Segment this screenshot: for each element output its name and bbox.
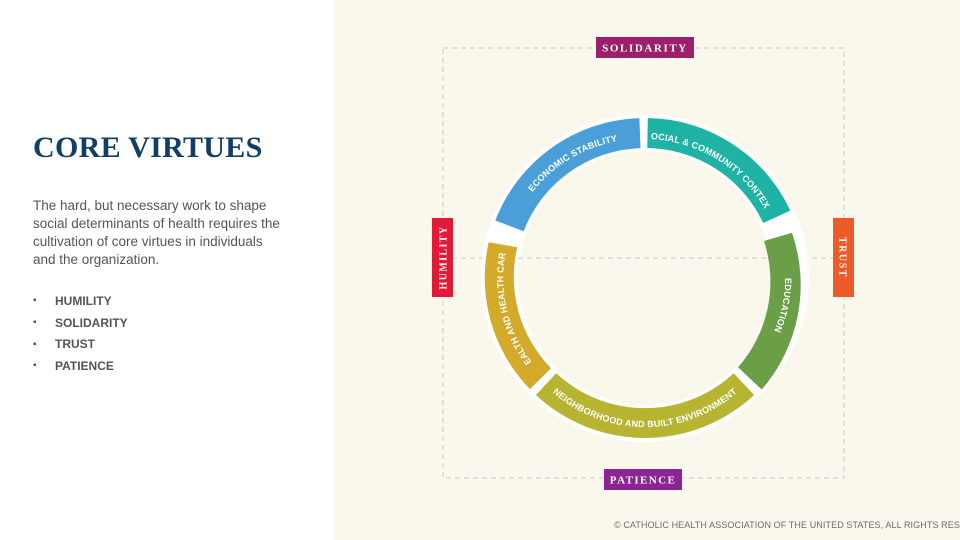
segment-education — [738, 210, 801, 390]
bullet-icon: ▪ — [33, 295, 37, 307]
ring-center — [518, 151, 772, 405]
segment-social-community — [647, 118, 791, 223]
virtue-badge-solidarity: SOLIDARITY — [596, 37, 694, 58]
list-item: ▪ TRUST — [33, 333, 128, 355]
virtue-badge-humility: HUMILITY — [432, 218, 453, 297]
left-panel: CORE VIRTUES The hard, but necessary wor… — [0, 0, 334, 540]
list-item: ▪ PATIENCE — [33, 355, 128, 377]
list-item-label: SOLIDARITY — [55, 315, 128, 330]
segment-label-health: HEALTH AND HEALTH CARE — [0, 0, 533, 367]
list-item-label: HUMILITY — [55, 293, 112, 308]
svg-text:PATIENCE: PATIENCE — [610, 475, 676, 487]
svg-text:SOLIDARITY: SOLIDARITY — [602, 43, 688, 55]
virtue-badge-patience: PATIENCE — [604, 469, 682, 490]
list-item-label: TRUST — [55, 337, 95, 352]
svg-text:TRUST: TRUST — [837, 237, 848, 278]
copyright-footer: © CATHOLIC HEALTH ASSOCIATION OF THE UNI… — [614, 520, 960, 530]
list-item: ▪ HUMILITY — [33, 290, 128, 312]
list-item: ▪ SOLIDARITY — [33, 312, 128, 334]
segment-neighborhood — [535, 373, 755, 438]
bullet-icon: ▪ — [33, 317, 37, 329]
bullet-icon: ▪ — [33, 360, 37, 372]
segment-economic-stability — [495, 118, 641, 232]
bullet-icon: ▪ — [33, 338, 37, 350]
ring-segments — [484, 118, 801, 438]
page-title: CORE VIRTUES — [33, 131, 263, 164]
virtues-list: ▪ HUMILITY ▪ SOLIDARITY ▪ TRUST ▪ PATIENCE — [33, 290, 128, 377]
virtue-badge-trust: TRUST — [833, 218, 854, 297]
description-text: The hard, but necessary work to shape so… — [33, 198, 280, 267]
list-item-label: PATIENCE — [55, 358, 114, 373]
segment-health-care — [484, 242, 552, 390]
svg-text:HUMILITY: HUMILITY — [439, 226, 450, 290]
